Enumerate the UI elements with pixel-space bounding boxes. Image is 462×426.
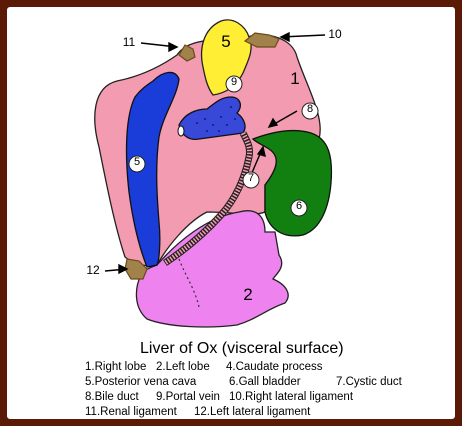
label-5-caudate: 5 — [221, 32, 231, 51]
bile-duct — [163, 131, 253, 266]
legend-item-5: 5.Posterior vena cava — [85, 376, 197, 388]
legend-item-9: 9.Portal vein — [156, 391, 220, 403]
label-9: 9 — [230, 76, 238, 88]
legend-item-1: 1.Right lobe — [85, 361, 147, 373]
label-5-vena: 5 — [133, 156, 141, 168]
legend-item-7: 7.Cystic duct — [336, 376, 402, 388]
legend-item-10: 10.Right lateral ligament — [229, 391, 354, 403]
liver-diagram — [94, 19, 333, 328]
portal-vein — [178, 96, 246, 141]
posterior-vena-cava — [125, 71, 180, 268]
right-lateral-ligament — [243, 32, 280, 48]
legend-item-12: 12.Left lateral ligament — [194, 406, 311, 418]
legend-item-4: 4.Caudate process — [226, 361, 323, 373]
label-11: 11 — [122, 35, 136, 49]
legend-item-2: 2.Left lobe — [156, 361, 210, 373]
label-12: 12 — [86, 263, 100, 277]
portal-vein-opening — [177, 125, 185, 137]
legend-item-8: 8.Bile duct — [85, 391, 139, 403]
left-lobe — [135, 210, 289, 328]
legend-item-11: 11.Renal ligament — [85, 406, 177, 418]
gall-bladder — [251, 129, 333, 237]
caudate-process — [200, 19, 252, 96]
legend-item-6: 6.Gall bladder — [229, 376, 301, 388]
label-8: 8 — [306, 103, 314, 115]
label-1: 1 — [290, 69, 300, 88]
label-6: 6 — [295, 200, 303, 212]
diagram-title: Liver of Ox (visceral surface) — [140, 340, 344, 357]
renal-ligament — [178, 44, 196, 62]
label-2: 2 — [243, 285, 253, 304]
pointer-arrows — [104, 31, 326, 275]
label-10: 10 — [328, 27, 342, 41]
lobe-dotted-line — [178, 258, 200, 308]
label-7: 7 — [247, 172, 255, 184]
portal-vein-dots — [196, 106, 236, 132]
label-circles — [128, 75, 319, 217]
